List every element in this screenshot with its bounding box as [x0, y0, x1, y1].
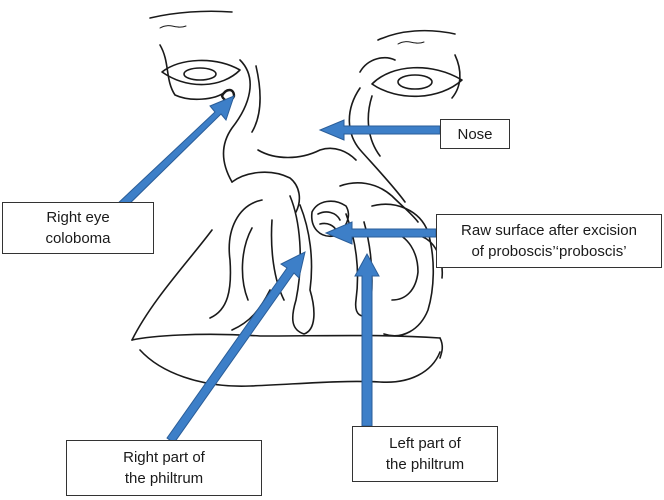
- left-philtrum-arrow-icon: [354, 252, 380, 427]
- left-philtrum-label-line1: Left part of: [389, 435, 461, 452]
- left-eye: [371, 66, 463, 98]
- raw-surface-label-line1: Raw surface after excision: [461, 222, 637, 239]
- right-philtrum: [289, 195, 315, 335]
- right-eyebrow: [149, 10, 233, 19]
- left-iris: [397, 74, 433, 90]
- right-iris: [183, 67, 217, 81]
- left-eyebrow: [377, 29, 456, 41]
- raw-surface-arrow-icon: [324, 221, 437, 245]
- nose-label: Nose: [440, 119, 510, 149]
- lower-lip: [131, 333, 441, 341]
- raw-surface: [310, 200, 350, 237]
- right-eye-coloboma-label: Right eye coloboma: [2, 202, 154, 254]
- raw-surface-label-line2: of proboscis’‘proboscis’: [471, 243, 627, 260]
- nose-arrow-icon: [318, 119, 441, 141]
- arrows: [114, 95, 441, 444]
- right-eye-arrow-icon: [114, 95, 235, 213]
- right-philtrum-label-line2: the philtrum: [124, 470, 204, 487]
- left-philtrum-label: Left part of the philtrum: [352, 426, 498, 482]
- nose-right-side: [222, 59, 251, 183]
- left-philtrum-label-line2: the philtrum: [385, 456, 465, 473]
- right-eye-label-line2: coloboma: [45, 230, 111, 247]
- right-eye-label-line1: Right eye: [46, 209, 110, 226]
- nose-label-text: Nose: [457, 125, 493, 143]
- right-eye: [161, 59, 241, 86]
- right-philtrum-label-line1: Right part of: [123, 449, 205, 466]
- chin: [139, 349, 441, 387]
- face-sketch: [131, 10, 463, 387]
- nose-left-side: [348, 87, 406, 203]
- raw-surface-label: Raw surface after excision of proboscis’…: [436, 214, 662, 268]
- right-philtrum-label: Right part of the philtrum: [66, 440, 262, 496]
- right-philtrum-arrow-icon: [166, 251, 306, 444]
